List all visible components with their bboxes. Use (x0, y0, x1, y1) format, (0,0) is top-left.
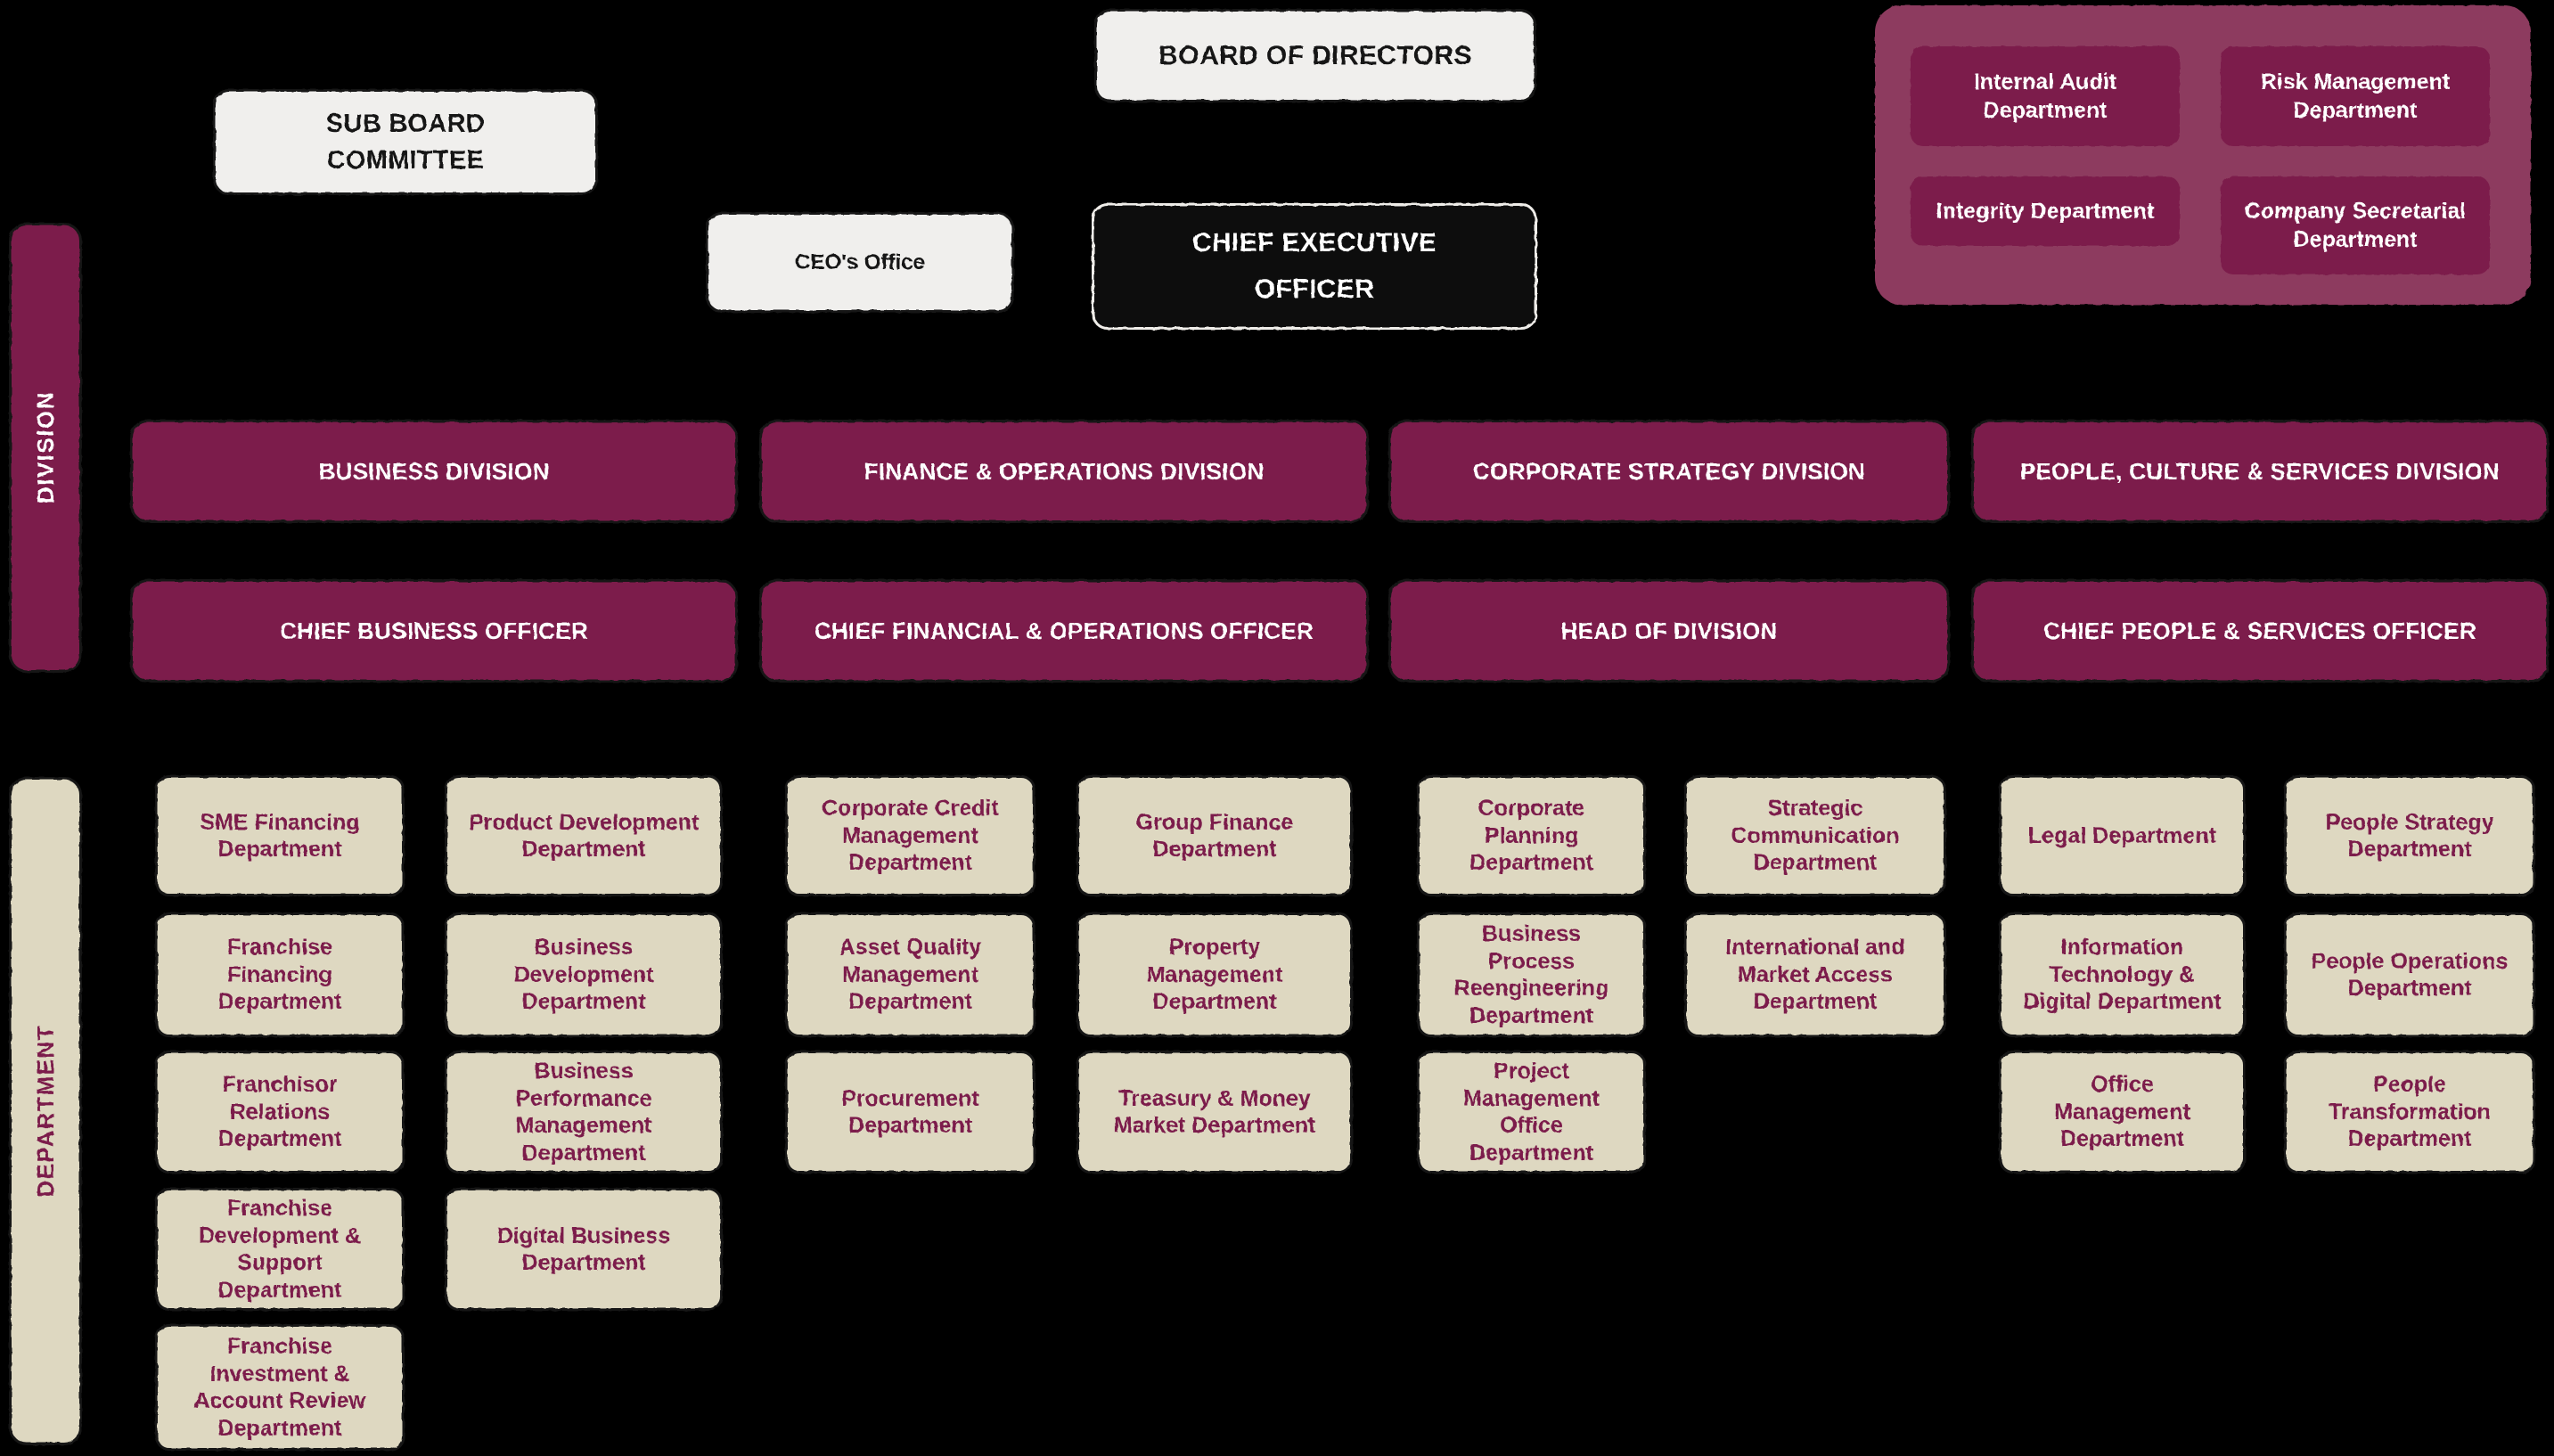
division-box-4: PEOPLE, CULTURE & SERVICES DIVISION (1971, 420, 2549, 523)
division-head-box-2: CHIEF FINANCIAL & OPERATIONS OFFICER (759, 579, 1369, 683)
division-box-3-label: CORPORATE STRATEGY DIVISION (1472, 457, 1866, 485)
ceo-office-box: CEO's Office (706, 212, 1014, 313)
department-box-c2-r2: Business Development Department (445, 912, 723, 1037)
department-box-c4-r2: Property Management Department (1076, 912, 1353, 1037)
department-box-c4-r3-label: Treasury & Money Market Department (1113, 1085, 1316, 1139)
governance-box-2: Risk Management Department (2221, 46, 2490, 146)
governance-box-1-label: Internal Audit Department (1973, 69, 2117, 124)
governance-box-3: Integrity Department (1911, 176, 2180, 246)
department-box-c8-r1-label: People Strategy Department (2325, 809, 2494, 863)
department-box-c2-r3-label: Business Performance Management Departme… (515, 1059, 652, 1166)
department-box-c1-r3-label: Franchisor Relations Department (217, 1072, 342, 1152)
department-box-c7-r1-label: Legal Department (2027, 822, 2217, 848)
department-box-c2-r1: Product Development Department (445, 775, 723, 896)
department-box-c2-r3: Business Performance Management Departme… (445, 1051, 723, 1174)
department-box-c1-r5-label: Franchise Investment & Account Review De… (193, 1334, 366, 1441)
department-box-c8-r2-label: People Operations Department (2311, 948, 2509, 1002)
governance-box-4: Company Secretarial Department (2221, 176, 2490, 274)
division-head-box-3-label: HEAD OF DIVISION (1560, 617, 1778, 644)
division-box-1-label: BUSINESS DIVISION (318, 457, 550, 485)
governance-panel: Internal Audit Department Risk Management… (1875, 5, 2531, 305)
governance-box-4-label: Company Secretarial Department (2244, 198, 2467, 253)
department-box-c1-r4-label: Franchise Development & Support Departme… (199, 1196, 361, 1303)
department-box-c6-r1-label: Strategic Communication Department (1731, 796, 1900, 876)
board-of-directors-label: BOARD OF DIRECTORS (1158, 40, 1472, 70)
department-box-c6-r2-label: International and Market Access Departme… (1725, 935, 1905, 1015)
board-of-directors-box: BOARD OF DIRECTORS (1094, 9, 1536, 102)
department-box-c7-r2-label: Information Technology & Digital Departm… (2023, 935, 2222, 1015)
department-box-c5-r2: Business Process Reengineering Departmen… (1417, 912, 1646, 1037)
chief-executive-officer-label: CHIEF EXECUTIVE OFFICER (1191, 227, 1437, 305)
division-head-box-2-label: CHIEF FINANCIAL & OPERATIONS OFFICER (814, 617, 1314, 644)
division-head-box-4: CHIEF PEOPLE & SERVICES OFFICER (1971, 579, 2549, 683)
department-box-c5-r1: Corporate Planning Department (1417, 775, 1646, 896)
department-box-c7-r2: Information Technology & Digital Departm… (1999, 912, 2246, 1037)
department-box-c3-r1: Corporate Credit Management Department (785, 775, 1036, 896)
department-box-c2-r2-label: Business Development Department (513, 935, 654, 1015)
division-box-2: FINANCE & OPERATIONS DIVISION (759, 420, 1369, 523)
department-box-c1-r1: SME Financing Department (155, 775, 405, 896)
department-box-c2-r4: Digital Business Department (445, 1188, 723, 1311)
department-box-c1-r4: Franchise Development & Support Departme… (155, 1188, 405, 1311)
department-box-c3-r2: Asset Quality Management Department (785, 912, 1036, 1037)
governance-box-2-label: Risk Management Department (2260, 69, 2451, 124)
department-box-c1-r2-label: Franchise Financing Department (217, 935, 342, 1015)
department-box-c1-r2: Franchise Financing Department (155, 912, 405, 1037)
department-box-c6-r1: Strategic Communication Department (1684, 775, 1946, 896)
sub-board-committee-label: SUB BOARD COMMITTEE (325, 109, 486, 175)
department-box-c8-r1: People Strategy Department (2284, 775, 2535, 896)
ceo-office-label: CEO's Office (795, 249, 925, 274)
department-box-c4-r3: Treasury & Money Market Department (1076, 1051, 1353, 1174)
department-box-c4-r1-label: Group Finance Department (1135, 809, 1294, 863)
division-band-label: DIVISION (31, 391, 59, 504)
department-box-c6-r2: International and Market Access Departme… (1684, 912, 1946, 1037)
department-box-c7-r3-label: Office Management Department (2054, 1072, 2190, 1152)
department-box-c7-r3: Office Management Department (1999, 1051, 2246, 1174)
division-head-box-3: HEAD OF DIVISION (1388, 579, 1950, 683)
department-box-c8-r3-label: People Transformation Department (2329, 1072, 2491, 1152)
sub-board-committee-box: SUB BOARD COMMITTEE (213, 89, 598, 195)
department-box-c1-r3: Franchisor Relations Department (155, 1051, 405, 1174)
governance-box-1: Internal Audit Department (1911, 46, 2180, 146)
department-box-c4-r2-label: Property Management Department (1146, 935, 1283, 1015)
department-box-c2-r1-label: Product Development Department (468, 809, 700, 863)
division-head-box-1-label: CHIEF BUSINESS OFFICER (279, 617, 589, 644)
division-head-box-4-label: CHIEF PEOPLE & SERVICES OFFICER (2043, 617, 2476, 644)
department-box-c8-r2: People Operations Department (2284, 912, 2535, 1037)
division-box-1: BUSINESS DIVISION (130, 420, 738, 523)
department-box-c7-r1: Legal Department (1999, 775, 2246, 896)
department-box-c3-r3: Procurement Department (785, 1051, 1036, 1174)
department-box-c3-r3-label: Procurement Department (841, 1085, 979, 1139)
department-band: DEPARTMENT (9, 777, 82, 1445)
department-box-c3-r1-label: Corporate Credit Management Department (822, 796, 999, 876)
chief-executive-officer-box: CHIEF EXECUTIVE OFFICER (1092, 203, 1537, 330)
department-box-c1-r5: Franchise Investment & Account Review De… (155, 1324, 405, 1451)
department-box-c5-r1-label: Corporate Planning Department (1469, 796, 1593, 876)
department-box-c1-r1-label: SME Financing Department (200, 809, 360, 863)
department-box-c5-r3: Project Management Office Department (1417, 1051, 1646, 1174)
division-band: DIVISION (9, 223, 82, 673)
division-box-4-label: PEOPLE, CULTURE & SERVICES DIVISION (2019, 457, 2501, 485)
governance-box-3-label: Integrity Department (1936, 198, 2155, 224)
department-box-c5-r2-label: Business Process Reengineering Departmen… (1453, 921, 1609, 1028)
department-box-c4-r1: Group Finance Department (1076, 775, 1353, 896)
division-head-box-1: CHIEF BUSINESS OFFICER (130, 579, 738, 683)
department-box-c5-r3-label: Project Management Office Department (1463, 1059, 1600, 1166)
division-box-2-label: FINANCE & OPERATIONS DIVISION (864, 457, 1265, 485)
division-box-3: CORPORATE STRATEGY DIVISION (1388, 420, 1950, 523)
department-band-label: DEPARTMENT (31, 1025, 59, 1198)
department-box-c3-r2-label: Asset Quality Management Department (839, 935, 982, 1015)
department-box-c8-r3: People Transformation Department (2284, 1051, 2535, 1174)
department-box-c2-r4-label: Digital Business Department (496, 1223, 671, 1276)
